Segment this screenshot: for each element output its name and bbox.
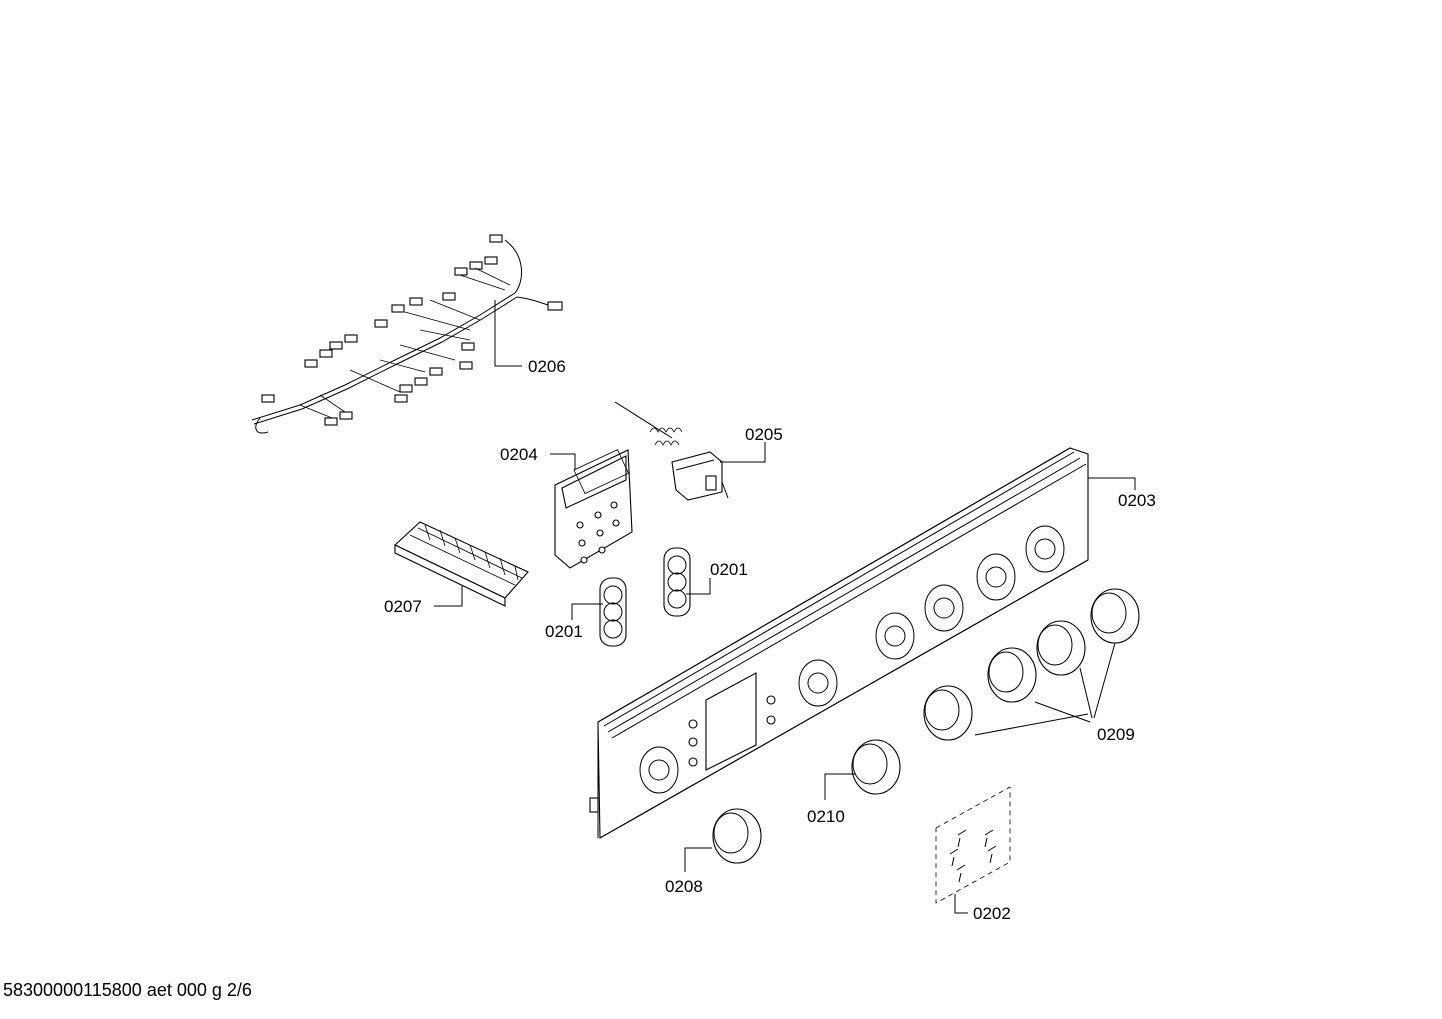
terminal-block-part (394, 521, 529, 607)
knob-0208-part (712, 808, 762, 864)
callout-0206-leader (494, 300, 522, 367)
label-0208: 0208 (665, 877, 703, 896)
wiring-harness-part (251, 234, 563, 434)
bracket-part (554, 449, 633, 569)
callout-0207-leader (434, 586, 463, 607)
callout-0208-leader (684, 847, 712, 872)
label-0202: 0202 (973, 904, 1011, 923)
switch-strip-upper (663, 547, 691, 617)
callout-0202-leader (954, 894, 968, 914)
label-0204: 0204 (500, 445, 538, 464)
label-0203: 0203 (1118, 491, 1156, 510)
label-0201-upper: 0201 (710, 560, 748, 579)
label-0206: 0206 (528, 357, 566, 376)
callout-0210-leader (824, 773, 855, 800)
label-0207: 0207 (384, 597, 422, 616)
callout-0205-leader (720, 442, 766, 463)
callout-0204-leader (550, 453, 576, 470)
label-0205: 0205 (745, 425, 783, 444)
knob-part (923, 588, 1140, 741)
callout-0203-leader (1088, 477, 1136, 490)
drawing-reference-footer: 58300000115800 aet 000 g 2/6 (3, 980, 252, 1000)
thermostat-part (614, 401, 729, 501)
screw-set-part (935, 786, 1011, 904)
control-panel-part (589, 447, 1089, 839)
callout-0201-lower-leader (571, 603, 603, 620)
knob-0210-part (851, 739, 901, 795)
callout-0209-leader (974, 642, 1116, 736)
label-0201-lower: 0201 (545, 622, 583, 641)
label-0209: 0209 (1097, 725, 1135, 744)
label-0210: 0210 (807, 807, 845, 826)
switch-strip-lower (599, 577, 627, 647)
callout-0201-upper-leader (686, 578, 711, 595)
